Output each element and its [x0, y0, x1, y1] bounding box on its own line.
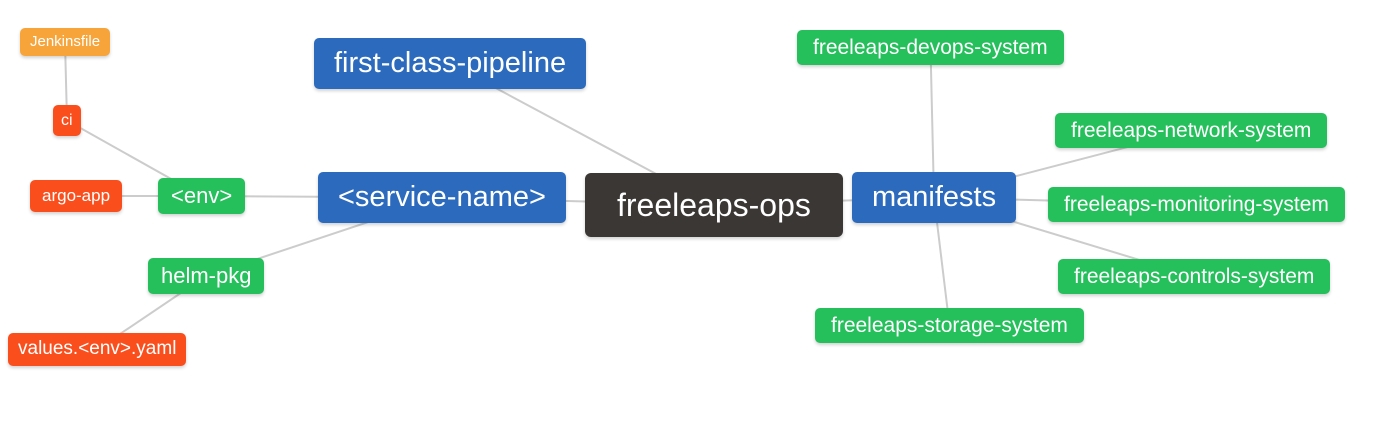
node-freeleaps-ops-root[interactable]: freeleaps-ops: [585, 173, 843, 238]
node-freeleaps-devops-system[interactable]: freeleaps-devops-system: [797, 30, 1064, 66]
node-manifests[interactable]: manifests: [852, 172, 1017, 223]
node-argo-app[interactable]: argo-app: [30, 180, 123, 213]
node-freeleaps-controls-system[interactable]: freeleaps-controls-system: [1058, 259, 1331, 295]
node-service-name[interactable]: <service-name>: [318, 172, 566, 223]
node-freeleaps-storage-system[interactable]: freeleaps-storage-system: [815, 308, 1084, 344]
node-first-class-pipeline[interactable]: first-class-pipeline: [314, 38, 587, 89]
node-helm-pkg[interactable]: helm-pkg: [148, 258, 265, 295]
node-values-env-yaml[interactable]: values.<env>.yaml: [8, 333, 187, 366]
node-ci[interactable]: ci: [53, 105, 81, 137]
node-freeleaps-network-system[interactable]: freeleaps-network-system: [1055, 113, 1328, 149]
node-env[interactable]: <env>: [158, 178, 246, 215]
node-freeleaps-monitoring-system[interactable]: freeleaps-monitoring-system: [1048, 187, 1345, 223]
node-jenkinsfile[interactable]: Jenkinsfile: [20, 28, 111, 56]
